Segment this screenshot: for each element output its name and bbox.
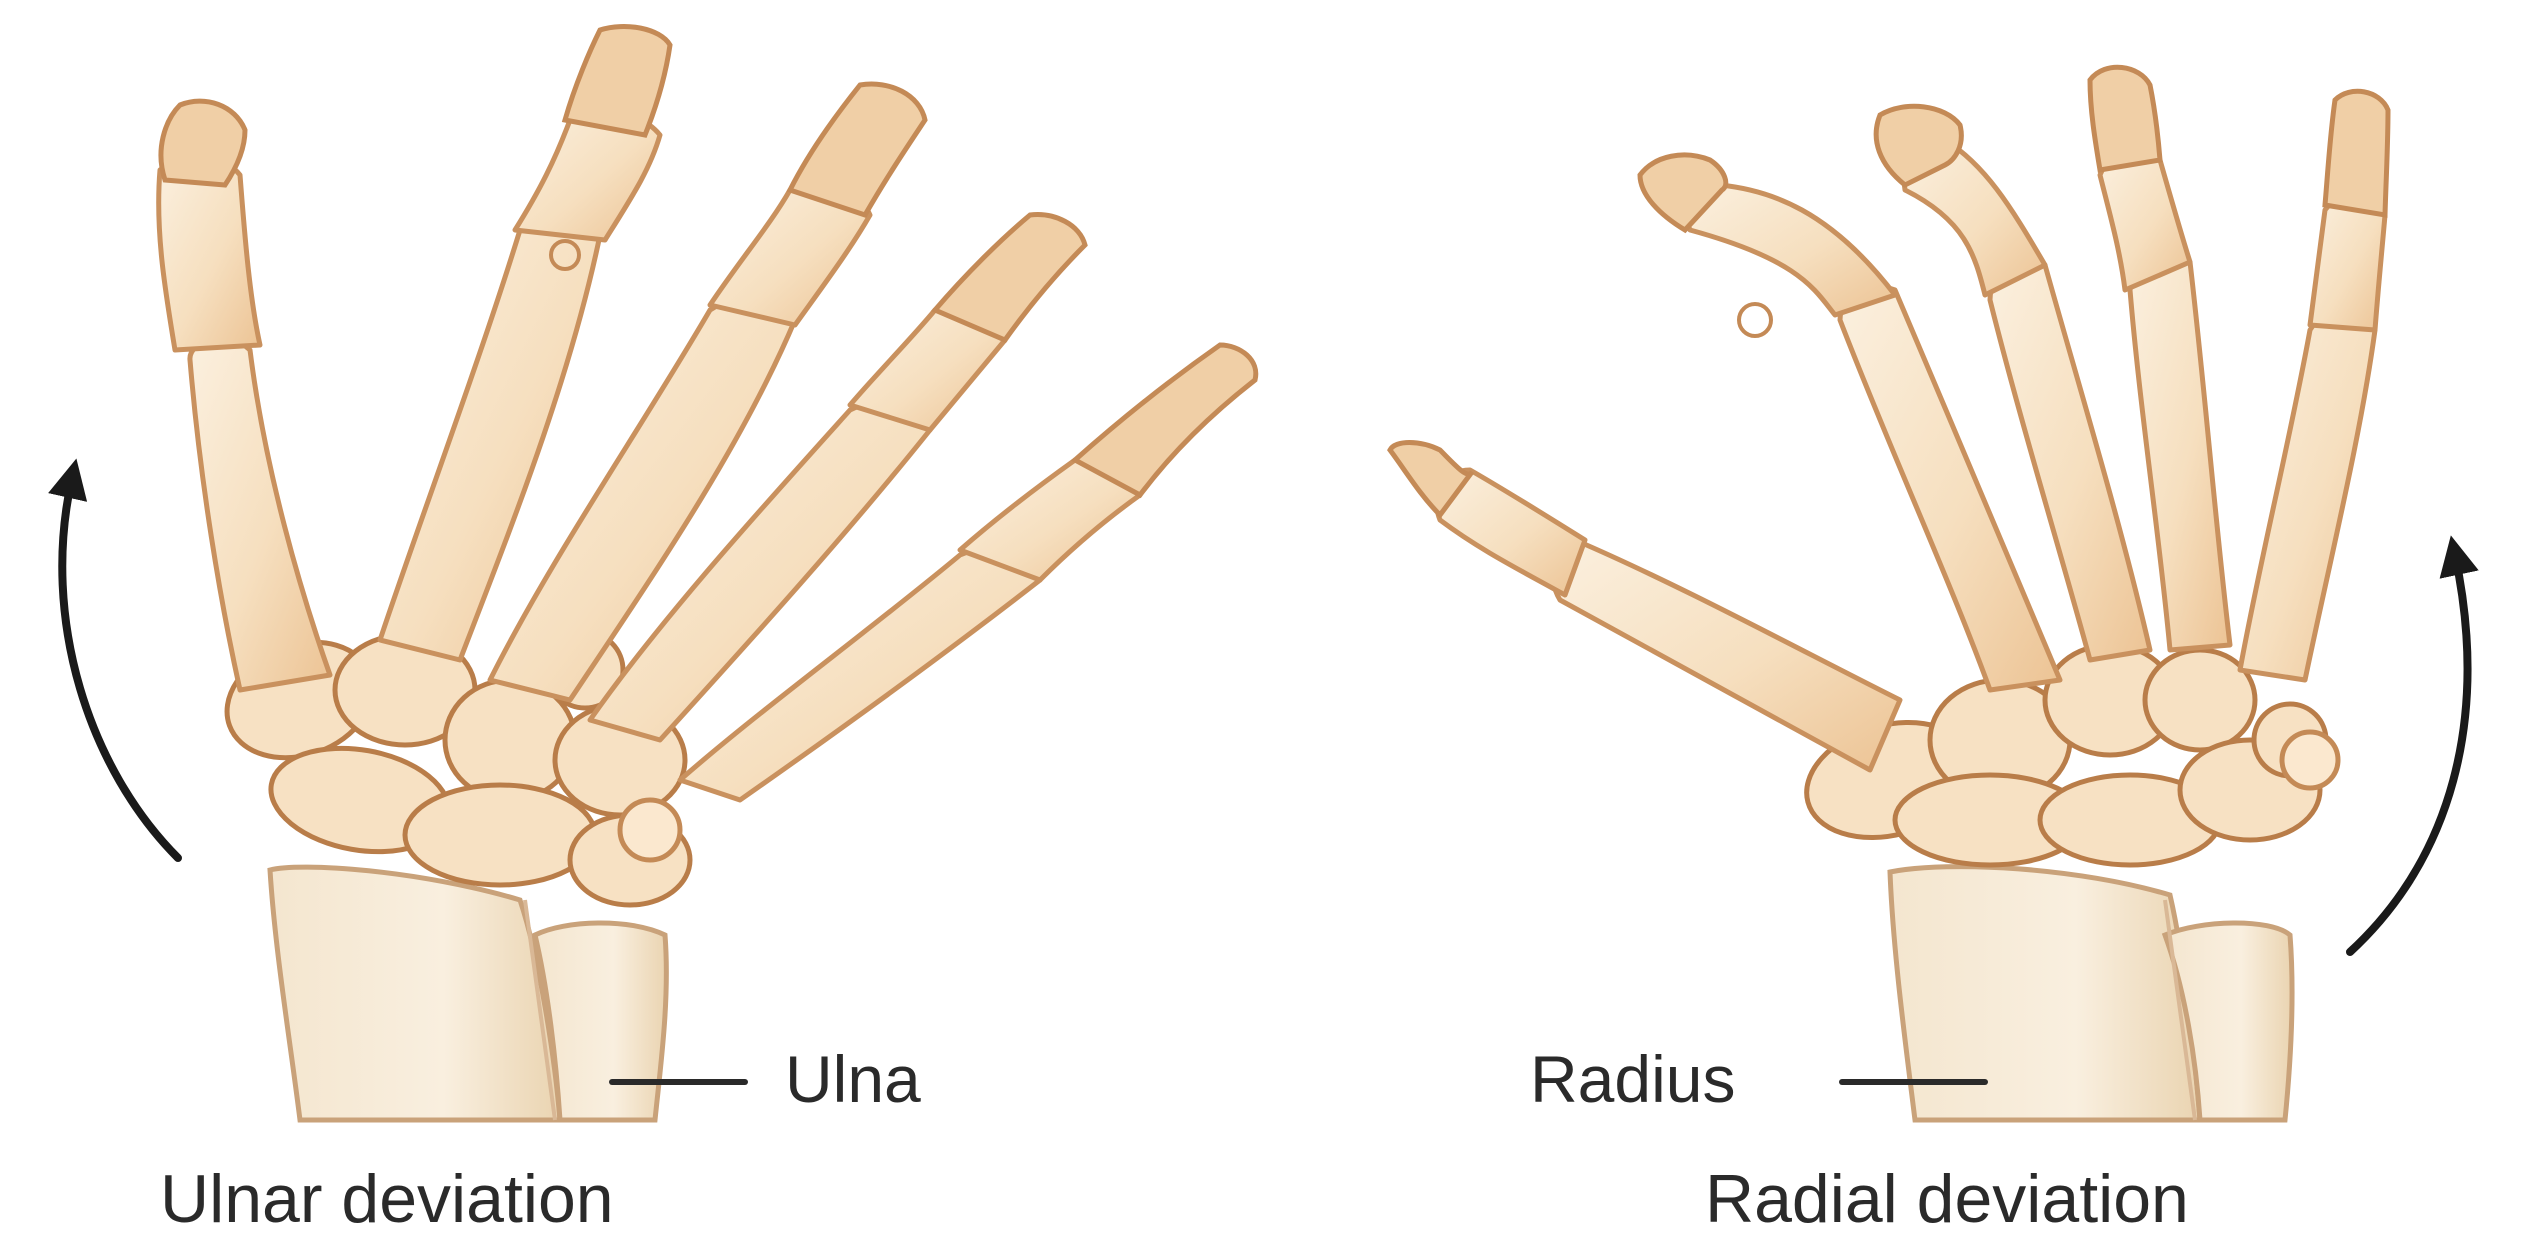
right-middle-finger bbox=[1873, 103, 2153, 663]
left-little-finger bbox=[677, 342, 1259, 803]
radius-label: Radius bbox=[1530, 1042, 1735, 1116]
right-thumb bbox=[1387, 440, 1903, 773]
left-index-finger bbox=[377, 24, 673, 663]
left-hand-illustration bbox=[156, 24, 1259, 1123]
left-middle-finger bbox=[487, 81, 928, 703]
radial-deviation-caption: Radial deviation bbox=[1705, 1161, 2189, 1237]
right-ulna-bone bbox=[2161, 920, 2295, 1123]
right-little-finger bbox=[2237, 88, 2391, 683]
left-radius-bone bbox=[267, 864, 563, 1123]
ulna-label: Ulna bbox=[785, 1042, 921, 1116]
ulnar-deviation-caption: Ulnar deviation bbox=[160, 1161, 614, 1237]
left-ulna-bone bbox=[532, 920, 669, 1123]
left-rotation-arrow bbox=[48, 458, 182, 862]
right-index-finger bbox=[1637, 152, 2063, 693]
right-rotation-arrow bbox=[2346, 535, 2479, 956]
left-carpal-bones bbox=[224, 629, 693, 908]
left-thumb bbox=[156, 98, 333, 693]
left-ring-finger bbox=[587, 212, 1088, 743]
right-hand-illustration bbox=[1387, 64, 2391, 1123]
right-ring-finger bbox=[2087, 64, 2233, 653]
